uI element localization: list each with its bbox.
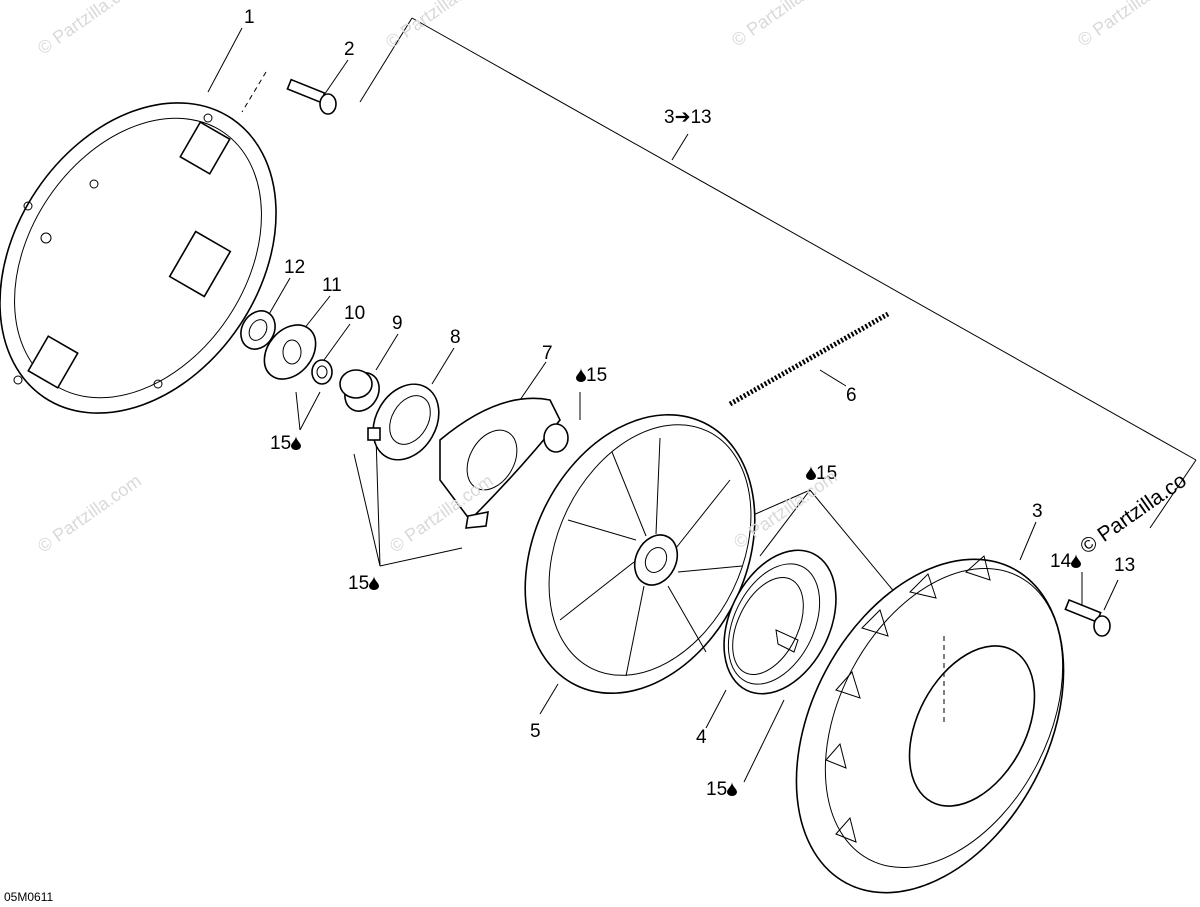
callout-15-lower-left-number: 15 — [348, 573, 370, 594]
part-8-pawl-spring — [367, 383, 440, 461]
leader-7 — [519, 361, 547, 401]
callout-2: 2 — [344, 39, 355, 60]
oil-drop-icon — [576, 368, 586, 382]
callout-13: 13 — [1114, 555, 1136, 576]
leader-3-13-right — [1149, 459, 1197, 529]
leader-3-13-tick — [671, 133, 689, 161]
leader-6 — [819, 369, 847, 387]
part-2-bolt — [241, 71, 337, 115]
callout-15-bottom-number: 15 — [706, 779, 728, 800]
leader-15-c — [353, 453, 381, 567]
drawing-code: 05M0611 — [4, 890, 54, 904]
callout-15-middle: 15 — [806, 464, 837, 483]
leader-13 — [1103, 579, 1119, 611]
callout-15-top-number: 15 — [586, 365, 608, 386]
callout-14-number: 14 — [1050, 551, 1072, 572]
leader-15-d — [375, 435, 381, 567]
callout-15-middle-number: 15 — [816, 463, 838, 484]
leader-3-13-left — [359, 17, 413, 103]
leader-8 — [431, 347, 455, 385]
part-11-pawl-plate — [263, 324, 317, 380]
part-4-recoil-spring — [723, 549, 837, 695]
leader-4 — [705, 689, 727, 729]
part-6-starter-rope — [728, 311, 890, 407]
leader-9 — [375, 333, 399, 371]
part-1-housing-ring — [0, 102, 277, 414]
leader-15-mid-c — [809, 489, 897, 595]
leader-5 — [539, 683, 559, 715]
oil-drop-icon — [1071, 554, 1082, 568]
callout-1: 1 — [244, 7, 255, 28]
callout-5: 5 — [530, 721, 541, 742]
leader-15-e — [379, 547, 463, 567]
leader-2 — [321, 59, 349, 99]
callout-6: 6 — [846, 385, 857, 406]
part-13-bolt — [1064, 598, 1111, 637]
part-10-washer — [311, 359, 333, 385]
callout-15-left: 15 — [270, 433, 302, 454]
callout-3-to-13: 3➔13 — [664, 107, 712, 128]
part-3-starter-housing — [795, 555, 1065, 894]
callout-15-lower-left: 15 — [348, 573, 380, 594]
callout-11: 11 — [322, 275, 342, 296]
oil-drop-icon — [369, 576, 380, 590]
callout-4: 4 — [696, 727, 707, 748]
leader-15-b — [299, 391, 321, 431]
leader-12 — [267, 277, 291, 317]
callout-8: 8 — [450, 327, 461, 348]
part-5-rope-pulley — [524, 413, 756, 695]
callout-15-bottom: 15 — [706, 779, 738, 800]
leader-15-mid-b — [759, 489, 811, 557]
callout-3: 3 — [1032, 501, 1043, 522]
part-9-bushing — [339, 369, 380, 412]
callout-12: 12 — [284, 257, 306, 278]
part-7-pawl — [439, 397, 569, 529]
callout-15-left-number: 15 — [270, 433, 292, 454]
callout-9: 9 — [392, 313, 403, 334]
leader-3-13-top — [411, 17, 1197, 461]
leader-10 — [323, 323, 351, 361]
leader-3 — [1019, 521, 1037, 561]
part-12-star-washer — [240, 310, 276, 350]
callout-15-top: 15 — [576, 366, 607, 385]
callout-14: 14 — [1050, 551, 1082, 572]
leader-15-bottom — [743, 699, 785, 783]
oil-drop-icon — [291, 436, 302, 450]
callout-7: 7 — [542, 343, 553, 364]
leader-15-a — [295, 391, 301, 431]
oil-drop-icon — [727, 782, 738, 796]
callout-10: 10 — [344, 303, 366, 324]
leader-1 — [207, 27, 243, 93]
oil-drop-icon — [806, 466, 816, 480]
